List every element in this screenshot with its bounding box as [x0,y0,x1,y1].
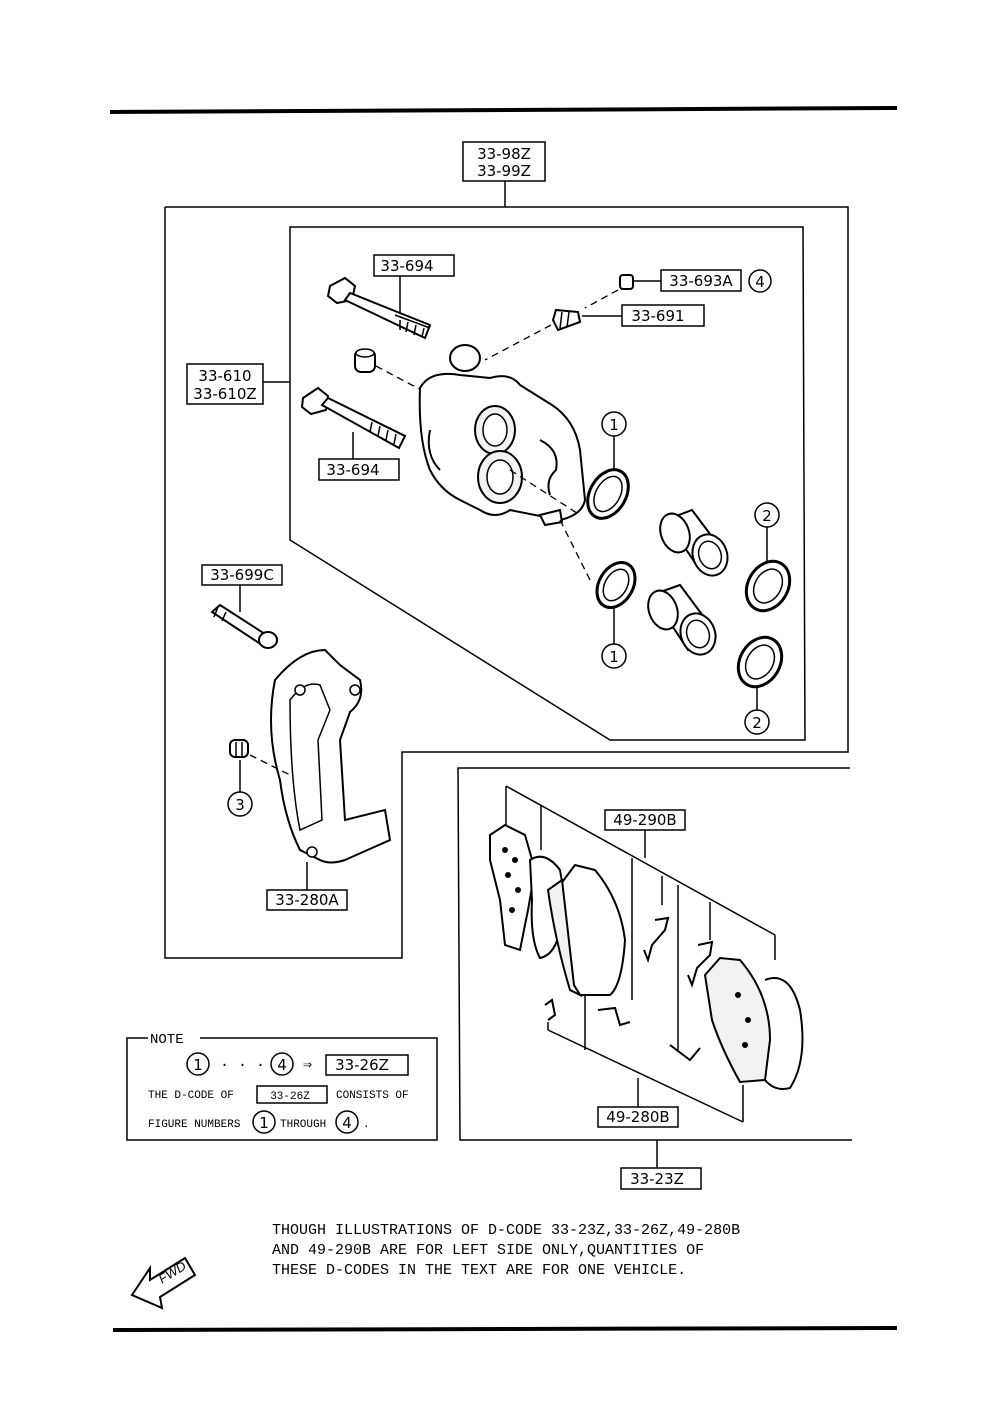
label-shim-kit: 49-290B [604,809,686,831]
callout-1-bottom: 1 [601,605,627,669]
brake-pad-inner [546,863,627,998]
label-bleeder-screw-text: 33-691 [631,307,684,325]
caliper-body-drawing [418,344,591,581]
note-code-box: 33-26Z [335,1056,389,1074]
top-rule [109,106,898,114]
label-bracket: 33-280A [266,862,348,911]
piston-bottom [647,583,717,656]
dust-boot-bottom [736,635,784,689]
label-bolt-upper-text: 33-694 [380,257,433,275]
note-heading: NOTE [150,1032,184,1048]
callout-4-label: 4 [755,273,765,291]
note-line2-suffix: CONSISTS OF [336,1090,409,1102]
piston-top [659,508,729,577]
callout-2-bottom: 2 [744,688,770,735]
brake-pad-outer [703,956,772,1084]
label-bleeder-cap: 33-693A 4 [633,269,772,293]
label-shim-kit-text: 49-290B [613,811,676,829]
label-caliper-kit-line1: 33-98Z [477,145,531,163]
bleeder-drawing [484,274,634,361]
label-pad-kit: 33-23Z [620,1167,702,1190]
piston-seal-bottom [595,561,637,609]
label-caliper-kit: 33-98Z 33-99Z [462,141,546,182]
note-arrow: ⇒ [303,1057,312,1074]
callout-4-circle [748,269,772,293]
clip-upper-left [643,916,670,964]
label-bleeder-cap-text: 33-693A [669,272,733,290]
caliper-kit-frame [164,180,849,959]
shim-outer-left [489,823,537,952]
note-line3-end: . [363,1119,370,1131]
note-line3-callout-1: 1 [259,1114,269,1132]
callout-3: 3 [227,760,253,817]
pad-kit-frame [457,767,852,1168]
note-line2-code: 33-26Z [270,1091,310,1103]
bolt-upper-drawing [326,276,432,340]
callout-1-top-label: 1 [609,416,619,434]
note-callout-1: 1 [193,1056,203,1074]
label-bracket-text: 33-280A [275,891,339,909]
label-bolt-upper: 33-694 [373,254,455,312]
pad-kit-leaders [505,785,776,1123]
clip-lower-left [544,998,631,1027]
note-line2-prefix: THE D-CODE OF [148,1090,234,1102]
callout-2-top: 2 [754,502,780,562]
note-callout-4: 4 [277,1056,287,1074]
label-pad-set-text: 49-280B [606,1108,669,1126]
label-guide-pin-text: 33-699C [210,566,274,584]
label-bolt-lower-text: 33-694 [326,461,379,479]
label-caliper-kit-line2: 33-99Z [477,162,531,180]
label-bolt-lower: 33-694 [318,432,400,481]
label-pad-kit-text: 33-23Z [630,1170,684,1188]
bottom-rule [112,1326,898,1332]
callout-1-bottom-label: 1 [609,648,619,666]
caliper-assy-frame [263,226,806,741]
plug-drawing [229,739,291,776]
callout-2-top-label: 2 [762,507,772,525]
note-line3-callout-4: 4 [342,1114,352,1132]
callout-3-label: 3 [235,796,245,814]
bushing-drawing [354,348,426,393]
label-guide-pin: 33-699C [201,564,283,612]
dust-boot-top [744,559,792,613]
note-box: NOTE 1 · · · 4 ⇒ 33-26Z THE D-CODE OF 33… [126,1032,438,1141]
note-range-dots: · · · [220,1057,265,1074]
footnote-line3: THESE D-CODES IN THE TEXT ARE FOR ONE VE… [272,1262,686,1279]
clip-lower-right [669,1044,701,1062]
footnote: THOUGH ILLUSTRATIONS OF D-CODE 33-23Z,33… [272,1222,740,1279]
bracket-drawing [270,648,392,864]
bolt-lower-drawing [300,386,407,450]
shim-outer-right [764,977,804,1090]
callout-2-bottom-label: 2 [752,714,762,732]
piston-seal-top [586,468,630,520]
label-caliper-assy-line1: 33-610 [198,367,251,385]
label-caliper-assy: 33-610 33-610Z [186,363,264,405]
footnote-line2: AND 49-290B ARE FOR LEFT SIDE ONLY,QUANT… [272,1242,704,1259]
footnote-line1: THOUGH ILLUSTRATIONS OF D-CODE 33-23Z,33… [272,1222,740,1239]
fwd-arrow-icon: FWD [130,1256,197,1310]
callout-1-top: 1 [601,411,627,470]
label-pad-set: 49-280B [597,1106,679,1128]
note-line3-prefix: FIGURE NUMBERS [148,1119,241,1131]
clip-upper-right [687,940,714,989]
label-bleeder-screw: 33-691 [582,304,705,327]
guide-pin-drawing [210,603,278,649]
label-caliper-assy-line2: 33-610Z [193,385,256,403]
note-line3-mid: THROUGH [280,1119,326,1131]
